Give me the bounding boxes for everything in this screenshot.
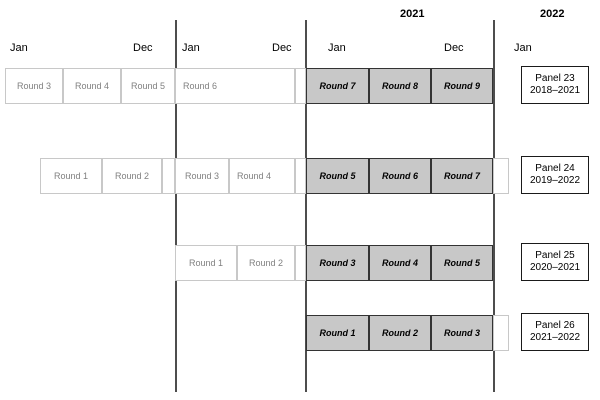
- panel-25-title: Panel 25: [535, 249, 575, 261]
- round-cell-empty: [493, 158, 509, 194]
- round-cell-empty: [295, 68, 306, 104]
- round-cell: Round 3: [431, 315, 493, 351]
- month-label-dec-3: Dec: [272, 42, 292, 54]
- panel-26-period: 2021–2022: [529, 332, 581, 343]
- round-cell-empty: [493, 315, 509, 351]
- round-cell: Round 6: [369, 158, 431, 194]
- panel-24-title: Panel 24: [535, 162, 575, 174]
- round-cell: Round 6: [175, 68, 295, 104]
- round-cell: Round 5: [121, 68, 175, 104]
- round-cell: Round 2: [369, 315, 431, 351]
- round-cell: Round 7: [306, 68, 369, 104]
- rule-1: [175, 20, 177, 392]
- month-label-jan-6: Jan: [514, 42, 532, 54]
- round-cell: Round 1: [40, 158, 102, 194]
- panel-23-period: 2018–2021: [529, 85, 581, 96]
- round-cell: Round 4: [369, 245, 431, 281]
- round-cell: Round 3: [5, 68, 63, 104]
- rule-2: [305, 20, 307, 392]
- round-cell-empty: [295, 158, 306, 194]
- year-heading-2021: 2021: [400, 8, 425, 20]
- round-cell-empty: [162, 158, 175, 194]
- round-cell: Round 1: [175, 245, 237, 281]
- month-label-jan-0: Jan: [10, 42, 28, 54]
- round-cell: Round 9: [431, 68, 493, 104]
- panel-26-title: Panel 26: [535, 319, 575, 331]
- month-label-dec-5: Dec: [444, 42, 464, 54]
- round-cell: Round 5: [306, 158, 369, 194]
- year-heading-2022: 2022: [540, 8, 565, 20]
- round-cell: Round 4: [63, 68, 121, 104]
- round-cell: Round 1: [306, 315, 369, 351]
- round-cell: Round 4: [229, 158, 295, 194]
- month-label-jan-2: Jan: [182, 42, 200, 54]
- panel-24-period: 2019–2022: [529, 175, 581, 186]
- round-cell: Round 2: [237, 245, 295, 281]
- round-cell: Round 8: [369, 68, 431, 104]
- panel-23-title: Panel 23: [535, 72, 575, 84]
- rule-3: [493, 20, 495, 392]
- round-cell-empty: [295, 245, 306, 281]
- round-cell: Round 7: [431, 158, 493, 194]
- round-cell: Round 5: [431, 245, 493, 281]
- month-label-jan-4: Jan: [328, 42, 346, 54]
- round-cell: Round 3: [306, 245, 369, 281]
- round-cell: Round 3: [175, 158, 229, 194]
- round-cell: Round 2: [102, 158, 162, 194]
- month-label-dec-1: Dec: [133, 42, 153, 54]
- panel-25-period: 2020–2021: [529, 262, 581, 273]
